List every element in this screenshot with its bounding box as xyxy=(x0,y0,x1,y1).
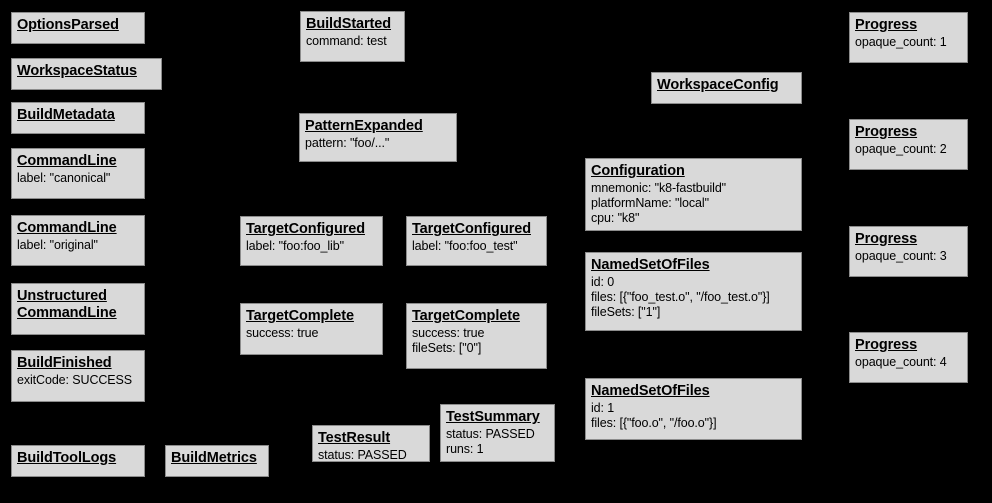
node-title: WorkspaceStatus xyxy=(17,63,137,79)
node-fields: opaque_count: 1 xyxy=(855,35,947,49)
node-title: TargetConfigured xyxy=(412,221,531,237)
node-configuration[interactable]: Configuration mnemonic: "k8-fastbuild" pl… xyxy=(585,158,802,231)
node-progress-3[interactable]: Progress opaque_count: 3 xyxy=(849,226,968,277)
node-title: CommandLine xyxy=(17,220,117,236)
node-progress-2[interactable]: Progress opaque_count: 2 xyxy=(849,119,968,170)
node-test-result[interactable]: TestResult status: PASSED xyxy=(312,425,430,462)
node-title: CommandLine xyxy=(17,153,117,169)
node-fields: status: PASSED xyxy=(318,448,407,462)
node-workspace-status[interactable]: WorkspaceStatus xyxy=(11,58,162,90)
node-fields: status: PASSED runs: 1 xyxy=(446,427,535,456)
node-fields: id: 0 files: [{"foo_test.o", "/foo_test.… xyxy=(591,275,770,319)
node-title: Progress xyxy=(855,337,918,353)
node-title: BuildMetadata xyxy=(17,107,115,123)
node-title: Progress xyxy=(855,124,918,140)
node-title: TargetConfigured xyxy=(246,221,365,237)
node-build-metrics[interactable]: BuildMetrics xyxy=(165,445,269,477)
node-named-set-of-files-0[interactable]: NamedSetOfFiles id: 0 files: [{"foo_test.… xyxy=(585,252,802,331)
node-fields: success: true fileSets: ["0"] xyxy=(412,326,485,355)
node-target-complete-test[interactable]: TargetComplete success: true fileSets: ["… xyxy=(406,303,547,369)
node-title: OptionsParsed xyxy=(17,17,119,33)
node-title: BuildToolLogs xyxy=(17,450,117,466)
node-progress-1[interactable]: Progress opaque_count: 1 xyxy=(849,12,968,63)
node-fields: opaque_count: 3 xyxy=(855,249,947,263)
node-fields: success: true xyxy=(246,326,319,340)
node-title: BuildStarted xyxy=(306,16,392,32)
node-target-complete-lib[interactable]: TargetComplete success: true xyxy=(240,303,383,355)
node-title: BuildFinished xyxy=(17,355,112,371)
node-title: TestSummary xyxy=(446,409,540,425)
node-title: Progress xyxy=(855,17,918,33)
node-title: WorkspaceConfig xyxy=(657,77,779,93)
node-build-finished[interactable]: BuildFinished exitCode: SUCCESS xyxy=(11,350,145,402)
node-build-tool-logs[interactable]: BuildToolLogs xyxy=(11,445,145,477)
node-fields: command: test xyxy=(306,34,387,48)
node-workspace-config[interactable]: WorkspaceConfig xyxy=(651,72,802,104)
node-title: TargetComplete xyxy=(246,308,354,324)
node-title: TestResult xyxy=(318,430,391,446)
node-fields: opaque_count: 4 xyxy=(855,355,947,369)
node-pattern-expanded[interactable]: PatternExpanded pattern: "foo/..." xyxy=(299,113,457,162)
node-build-started[interactable]: BuildStarted command: test xyxy=(300,11,405,62)
node-title: PatternExpanded xyxy=(305,118,423,134)
node-fields: label: "canonical" xyxy=(17,171,111,185)
node-fields: pattern: "foo/..." xyxy=(305,136,390,150)
node-title: NamedSetOfFiles xyxy=(591,383,710,399)
node-test-summary[interactable]: TestSummary status: PASSED runs: 1 xyxy=(440,404,555,462)
node-named-set-of-files-1[interactable]: NamedSetOfFiles id: 1 files: [{"foo.o", "… xyxy=(585,378,802,440)
node-fields: id: 1 files: [{"foo.o", "/foo.o"}] xyxy=(591,401,717,430)
node-title: Progress xyxy=(855,231,918,247)
node-fields: exitCode: SUCCESS xyxy=(17,373,133,387)
node-title: Configuration xyxy=(591,163,685,179)
node-command-line-original[interactable]: CommandLine label: "original" xyxy=(11,215,145,266)
node-unstructured-command-line[interactable]: Unstructured CommandLine xyxy=(11,283,145,335)
node-fields: label: "original" xyxy=(17,238,98,252)
node-target-configured-foo-lib[interactable]: TargetConfigured label: "foo:foo_lib" xyxy=(240,216,383,266)
node-fields: label: "foo:foo_test" xyxy=(412,239,518,253)
node-build-metadata[interactable]: BuildMetadata xyxy=(11,102,145,134)
node-fields: opaque_count: 2 xyxy=(855,142,947,156)
node-command-line-canonical[interactable]: CommandLine label: "canonical" xyxy=(11,148,145,199)
node-options-parsed[interactable]: OptionsParsed xyxy=(11,12,145,44)
node-title: Unstructured CommandLine xyxy=(17,288,117,321)
node-fields: label: "foo:foo_lib" xyxy=(246,239,344,253)
node-title: BuildMetrics xyxy=(171,450,257,466)
node-title: TargetComplete xyxy=(412,308,520,324)
node-target-configured-foo-test[interactable]: TargetConfigured label: "foo:foo_test" xyxy=(406,216,547,266)
node-fields: mnemonic: "k8-fastbuild" platformName: "… xyxy=(591,181,727,225)
node-progress-4[interactable]: Progress opaque_count: 4 xyxy=(849,332,968,383)
node-title: NamedSetOfFiles xyxy=(591,257,710,273)
